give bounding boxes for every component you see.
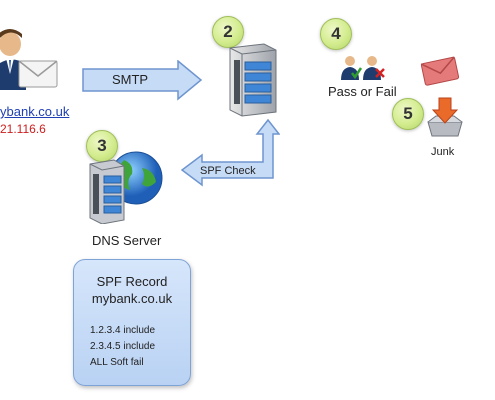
pass-user: [341, 56, 363, 80]
pass-or-fail-label: Pass or Fail: [328, 84, 397, 99]
spf-record-line-2: 2.3.4.5 include: [90, 341, 156, 352]
spf-record-domain: mybank.co.uk: [91, 291, 173, 306]
step-2-badge: 2: [212, 16, 244, 48]
dns-server-label: DNS Server: [92, 233, 162, 248]
spf-record-line-3: ALL Soft fail: [90, 357, 144, 368]
sender-domain-link[interactable]: ybank.co.uk: [0, 104, 70, 119]
sender-envelope-icon: [18, 60, 58, 88]
spf-check-label: SPF Check: [200, 165, 256, 177]
pass-fail-users-icon: [341, 56, 385, 80]
spf-check-arrow: [180, 118, 280, 187]
spf-record-title: SPF Record: [96, 274, 168, 289]
smtp-arrow: [82, 60, 203, 101]
sender-ip: 21.116.6: [0, 122, 46, 136]
spf-record-line-1: 1.2.3.4 include: [90, 325, 156, 336]
smtp-label: SMTP: [111, 72, 149, 87]
mail-server-icon: [229, 43, 277, 117]
envelope-icon: [420, 56, 460, 86]
junk-tray-icon: [427, 97, 463, 137]
step-4-badge: 4: [320, 18, 352, 50]
dns-server-globe-icon: [89, 151, 163, 224]
spf-record-box: SPF Record mybank.co.uk 1.2.3.4 include …: [73, 259, 191, 386]
fail-user: [363, 56, 385, 80]
junk-label: Junk: [431, 146, 455, 158]
step-5-badge: 5: [392, 98, 424, 130]
